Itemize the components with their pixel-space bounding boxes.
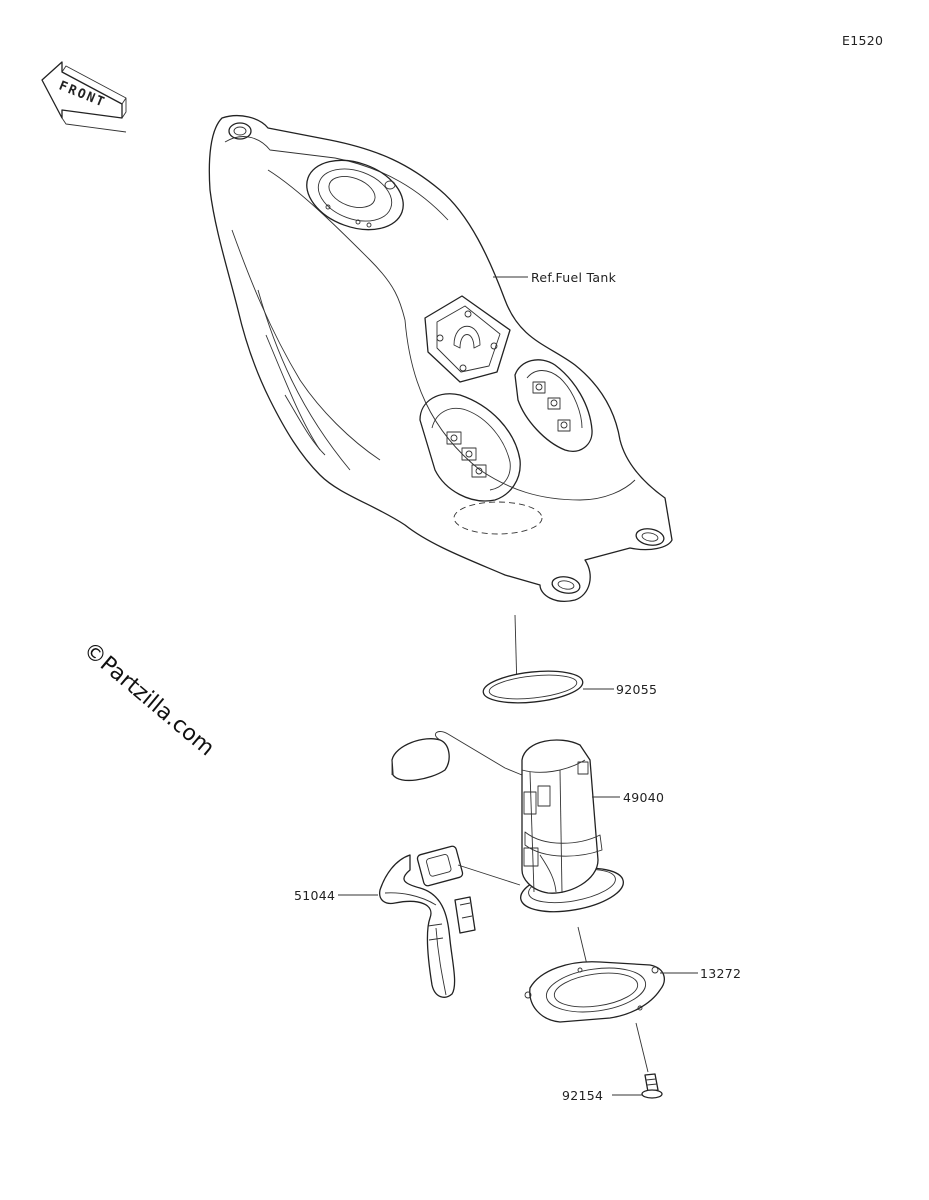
mounting-plate-drawing [524,961,665,1023]
front-arrow-icon: FRONT [41,61,127,133]
fuel-hose-drawing [379,845,476,998]
callout-gasket: 92055 [616,682,657,697]
fuel-tank-drawing [208,114,673,602]
callout-fuel-pump: 49040 [623,790,664,805]
callout-fuel-tank: Ref.Fuel Tank [531,270,617,285]
diagram-code: E1520 [842,33,883,48]
callout-bolt: 92154 [562,1088,603,1103]
callout-hose: 51044 [294,888,335,903]
callout-plate: 13272 [700,966,741,981]
bolt-drawing [641,1073,663,1099]
gasket-drawing [482,670,584,704]
watermark: ©Partzilla.com [78,637,219,761]
fuel-pump-drawing [391,731,624,913]
